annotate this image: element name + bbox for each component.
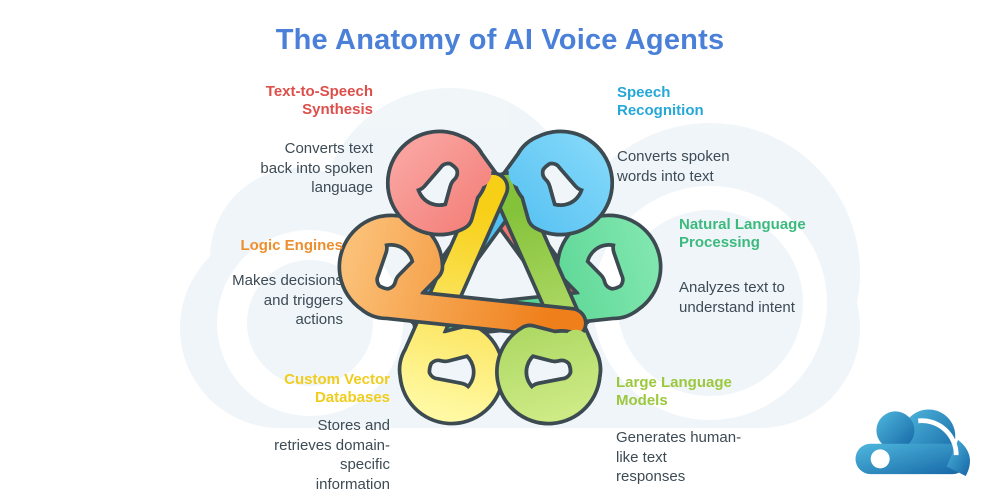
knot-weave-patch-blue xyxy=(508,129,614,237)
segment-description: Stores and retrieves domain- specific in… xyxy=(274,417,390,493)
segment-description: Generates human- like text responses xyxy=(616,429,742,485)
segment-label: Custom Vector Databases xyxy=(284,371,390,406)
voice-agent-knot-diagram xyxy=(337,129,663,426)
segment-label: Text-to-Speech Synthesis xyxy=(265,83,373,118)
knot-piece-logic-engines xyxy=(337,213,588,340)
segment-label: Large Language Models xyxy=(616,374,732,409)
segment-large-language-models: Large Language Models Generates human- l… xyxy=(616,374,741,487)
knot-piece-vector-db xyxy=(397,171,510,426)
knot-piece-nlp xyxy=(412,213,663,340)
segment-description: Converts text back into spoken language xyxy=(260,140,373,196)
knot-weave-patch-red xyxy=(386,129,492,237)
segment-description: Converts spoken words into text xyxy=(617,148,730,185)
background-cloud-shapes xyxy=(180,88,860,428)
segment-custom-vector-databases: Custom Vector Databases Stores and retri… xyxy=(274,371,390,494)
cloud-logo-shapes xyxy=(855,409,970,476)
page-title: The Anatomy of AI Voice Agents xyxy=(275,24,725,56)
segment-speech-recognition: Speech Recognition Converts spoken words… xyxy=(617,84,730,186)
segment-label: Speech Recognition xyxy=(617,84,704,119)
background-cloud xyxy=(180,88,860,428)
segment-natural-language-processing: Natural Language Processing Analyzes tex… xyxy=(679,216,806,317)
cloud-logo-icon xyxy=(855,409,970,476)
segment-text-to-speech-synthesis: Text-to-Speech Synthesis Converts text b… xyxy=(260,83,373,198)
segment-description: Makes decisions and triggers actions xyxy=(232,272,343,328)
knot-weave-patch-llm xyxy=(495,323,603,426)
segment-label: Logic Engines xyxy=(240,237,343,254)
segment-logic-engines: Logic Engines Makes decisions and trigge… xyxy=(232,237,343,330)
segment-label: Natural Language Processing xyxy=(679,216,806,251)
segment-description: Analyzes text to understand intent xyxy=(679,279,795,316)
